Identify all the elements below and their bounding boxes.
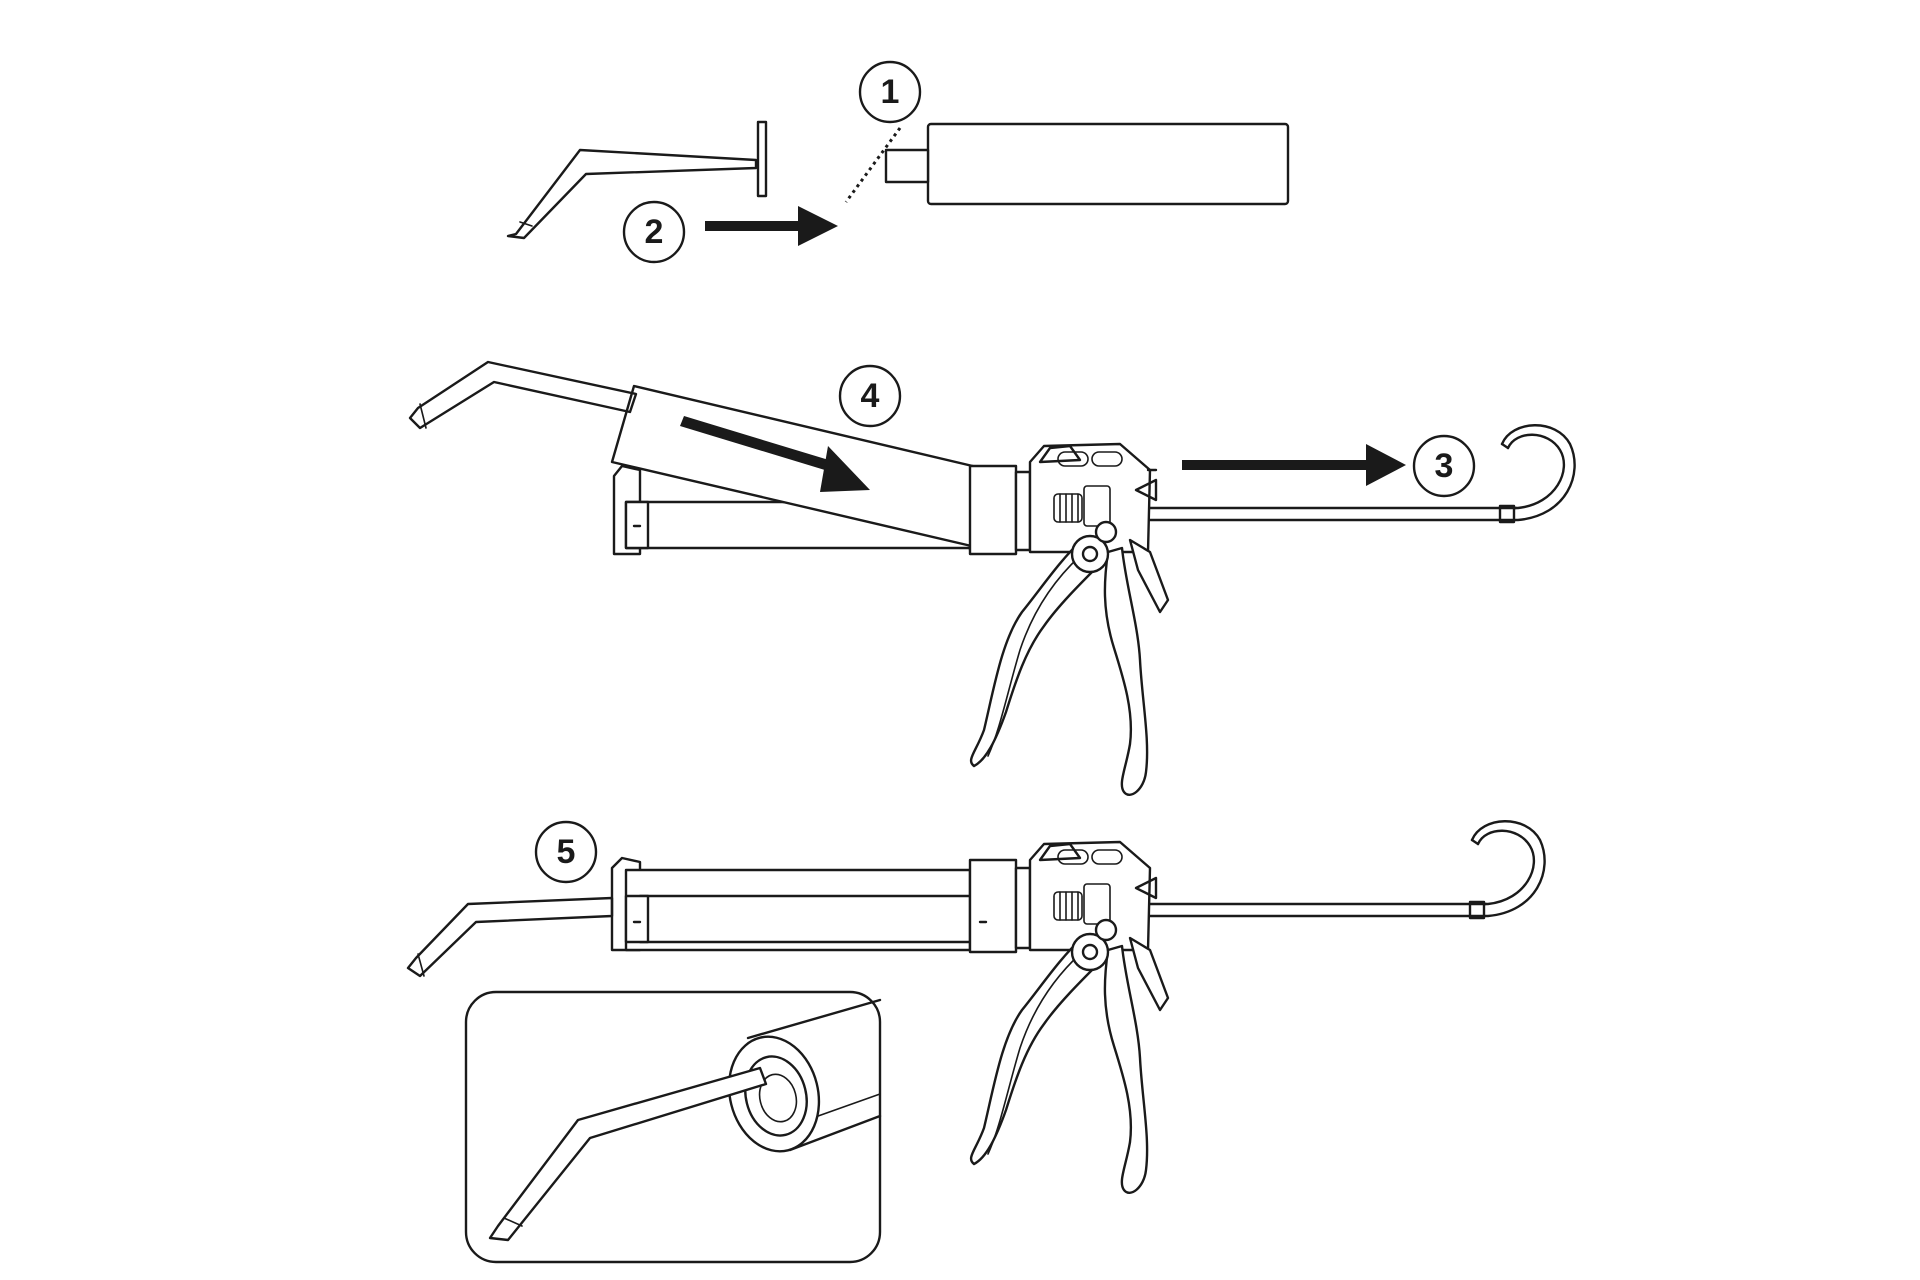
nozzle-detached — [506, 120, 768, 240]
step-marker-2: 2 — [622, 200, 686, 264]
step-number-2: 2 — [645, 213, 664, 251]
step-marker-3: 3 — [1412, 434, 1476, 498]
gun-assembled — [406, 820, 1546, 1194]
step-marker-4: 4 — [838, 364, 902, 428]
step-number-4: 4 — [861, 377, 880, 415]
inset-detail — [464, 990, 882, 1264]
step-number-1: 1 — [881, 73, 900, 111]
cartridge — [884, 122, 1290, 206]
step-number-3: 3 — [1435, 447, 1454, 485]
arrow-step-3 — [1182, 444, 1406, 486]
step-marker-5: 5 — [534, 820, 598, 884]
arrow-step-4 — [680, 416, 870, 492]
gun-loading — [408, 360, 1576, 796]
cut-line-dotted — [844, 127, 902, 203]
step-marker-1: 1 — [858, 60, 922, 124]
step-number-5: 5 — [557, 833, 576, 871]
arrow-step-2 — [705, 206, 838, 246]
